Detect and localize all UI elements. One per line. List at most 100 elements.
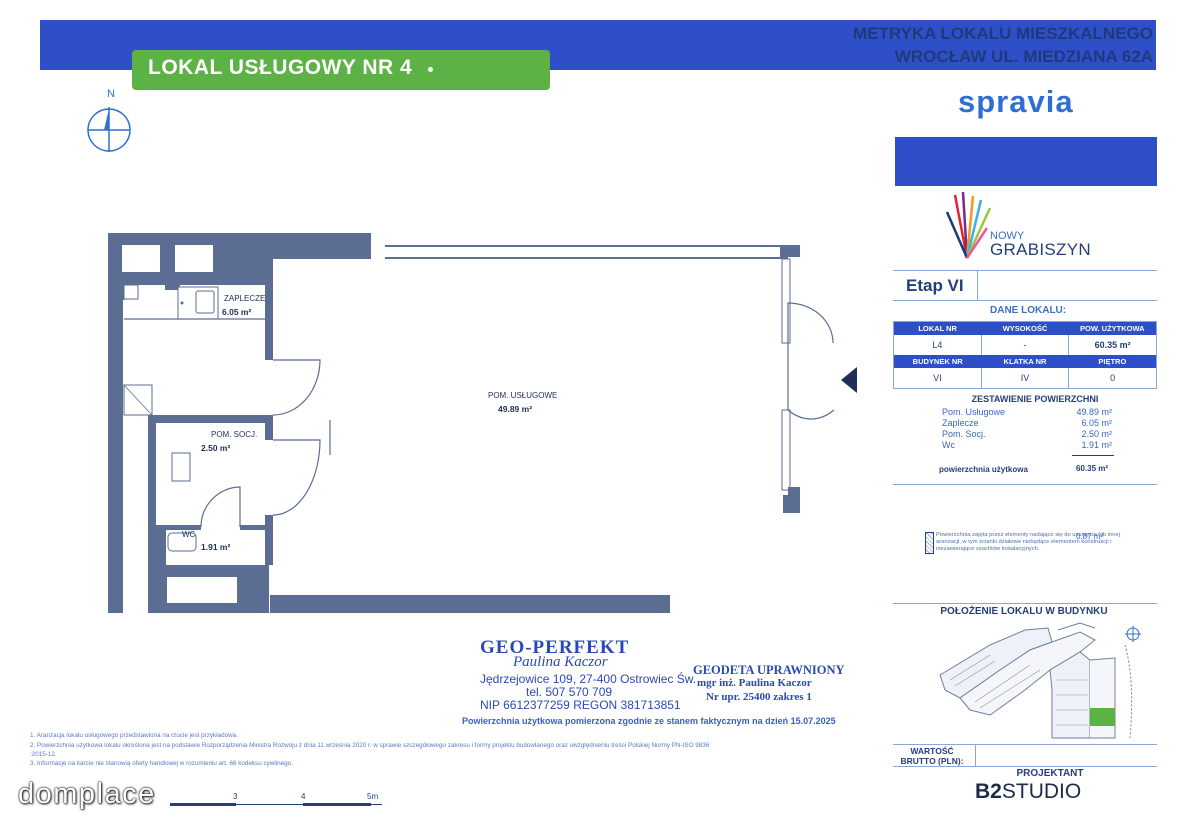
stage-label: Etap VI — [906, 276, 964, 295]
scale-bar-segment — [170, 803, 236, 806]
divider — [893, 270, 1157, 271]
room-name-uslugowe: POM. USŁUGOWE — [488, 391, 558, 400]
table-header-row: BUDYNEK NR KLATKA NR PIĘTRO — [894, 355, 1156, 368]
geodeta-title: GEODETA UPRAWNIONY — [693, 663, 845, 677]
table-header-cell: LOKAL NR — [918, 324, 957, 333]
removable-area-value: 0.87 m² — [1076, 532, 1104, 541]
area-name: Zaplecze — [942, 418, 979, 428]
divider — [893, 603, 1157, 604]
area-row: Wc 1.91 m² — [942, 440, 1112, 451]
logo-main: GRABISZYN — [990, 240, 1091, 259]
nowy-grabiszyn-logo-icon — [945, 191, 992, 259]
table-row: L4 - 60.35 m² — [894, 335, 1156, 355]
table-row: VI IV 0 — [894, 368, 1156, 388]
room-area-wc: 1.91 m² — [201, 542, 231, 552]
designer-rest: STUDIO — [1001, 780, 1082, 803]
area-name: Wc — [942, 440, 955, 450]
document-title: METRYKA LOKALU MIESZKALNEGO WROCŁAW UL. … — [813, 22, 1153, 68]
removable-area-note: Powierzchnia zajęta przez elementy nadaj… — [936, 532, 1121, 552]
table-header-cell: PIĘTRO — [1098, 357, 1127, 366]
table-cell: IV — [982, 368, 1070, 388]
spravia-logo: spravia — [958, 84, 1074, 119]
table-cell: - — [982, 335, 1070, 355]
area-value: 2.50 m² — [1081, 429, 1112, 439]
footnote: :2015-12. — [30, 751, 57, 758]
north-label: N — [107, 88, 115, 100]
footnote: 2. Powierzchnia użytkowa lokalu określon… — [30, 742, 710, 749]
scale-bar — [170, 804, 382, 805]
scale-bar-segment — [303, 803, 371, 806]
unit-title-bar — [132, 50, 550, 90]
divider — [977, 270, 978, 300]
stamp-company: GEO-PERFEKT — [480, 637, 630, 658]
table-header-cell: POW. UŻYTKOWA — [1080, 324, 1145, 333]
room-name-zaplecze: ZAPLECZE — [224, 294, 266, 303]
geodeta-license: Nr upr. 25400 zakres 1 — [706, 691, 812, 703]
price-label-line: WARTOŚĆ — [910, 746, 954, 756]
hatch-swatch-icon — [925, 532, 934, 554]
floor-plan — [108, 233, 857, 613]
area-name: Pom. Usługowe — [942, 407, 1006, 417]
room-name-socj: POM. SOCJ. — [211, 430, 258, 439]
area-row: Pom. Socj. 2.50 m² — [942, 429, 1112, 440]
scale-label: 5m — [367, 792, 379, 801]
price-label: WARTOŚĆ BRUTTO (PLN): — [893, 746, 971, 766]
divider — [893, 300, 1157, 301]
stamp-phone: tel. 507 570 709 — [526, 685, 613, 699]
price-label-line: BRUTTO (PLN): — [900, 756, 964, 766]
area-value: 49.89 m² — [1076, 407, 1112, 417]
area-name: Pom. Socj. — [942, 429, 986, 439]
geodeta-name: mgr inż. Paulina Kaczor — [697, 677, 812, 689]
total-label: powierzchnia użytkowa — [939, 465, 1028, 474]
entrance-arrow-icon — [841, 367, 857, 393]
metric-line-2: WROCŁAW UL. MIEDZIANA 62A — [894, 47, 1153, 66]
room-area-zaplecze: 6.05 m² — [222, 307, 252, 317]
designer-label: PROJEKTANT — [1016, 768, 1084, 779]
room-name-wc: WC — [182, 530, 196, 539]
table-cell: VI — [894, 368, 982, 388]
table-header-cell: WYSOKOŚĆ — [1002, 324, 1048, 333]
scale-label: 4 — [301, 792, 306, 801]
area-row: Pom. Usługowe 49.89 m² — [942, 407, 1112, 418]
footnote: 1. Aranżacja lokalu usługowego przedstaw… — [30, 732, 238, 739]
unit-title: LOKAL USŁUGOWY NR 4 — [148, 56, 413, 79]
location-title: POŁOŻENIE LOKALU W BUDYNKU — [940, 606, 1108, 617]
unit-data-title: DANE LOKALU: — [990, 305, 1067, 316]
area-value: 6.05 m² — [1081, 418, 1112, 428]
footnote: 3. Informacje na karcie nie stanowią ofe… — [30, 760, 293, 767]
area-value: 1.91 m² — [1081, 440, 1112, 450]
building-location-map — [939, 622, 1141, 739]
measurement-note: Powierzchnia użytkowa pomierzona zgodnie… — [462, 716, 836, 726]
designer-logo: B2STUDIO — [975, 780, 1081, 804]
table-header-row: LOKAL NR WYSOKOŚĆ POW. UŻYTKOWA — [894, 322, 1156, 335]
stamp-address: Jędrzejowice 109, 27-400 Ostrowiec Św. — [480, 672, 697, 686]
table-cell: L4 — [894, 335, 982, 355]
room-area-uslugowe: 49.89 m² — [498, 404, 533, 414]
divider — [893, 766, 1157, 767]
total-value: 60.35 m² — [1076, 464, 1109, 473]
divider — [975, 744, 976, 766]
room-area-socj: 2.50 m² — [201, 443, 231, 453]
scale-label: 3 — [233, 792, 238, 801]
stamp-person: Paulina Kaczor — [513, 654, 608, 670]
logo-sub: NOWY — [990, 230, 1025, 242]
table-cell: 60.35 m² — [1094, 340, 1131, 350]
compass-icon — [87, 107, 131, 152]
title-dot — [428, 67, 433, 72]
panel-header-box — [895, 137, 1157, 186]
designer-bold: B2 — [975, 780, 1002, 803]
stamp-ids: NIP 6612377259 REGON 381713851 — [480, 698, 681, 712]
watermark: domplace — [18, 778, 156, 810]
areas-list: Pom. Usługowe 49.89 m² Zaplecze 6.05 m² … — [942, 407, 1112, 451]
table-cell: 0 — [1110, 373, 1116, 383]
area-row: Zaplecze 6.05 m² — [942, 418, 1112, 429]
divider — [893, 744, 1157, 745]
table-header-cell: BUDYNEK NR — [912, 357, 963, 366]
unit-data-table: LOKAL NR WYSOKOŚĆ POW. UŻYTKOWA L4 - 60.… — [893, 321, 1157, 389]
table-header-cell: KLATKA NR — [1003, 357, 1047, 366]
sum-line — [1072, 455, 1114, 456]
metric-line-1: METRYKA LOKALU MIESZKALNEGO — [852, 24, 1153, 43]
areas-title: ZESTAWIENIE POWIERZCHNI — [971, 394, 1099, 404]
map-north-icon — [1125, 626, 1141, 642]
divider — [893, 484, 1157, 485]
